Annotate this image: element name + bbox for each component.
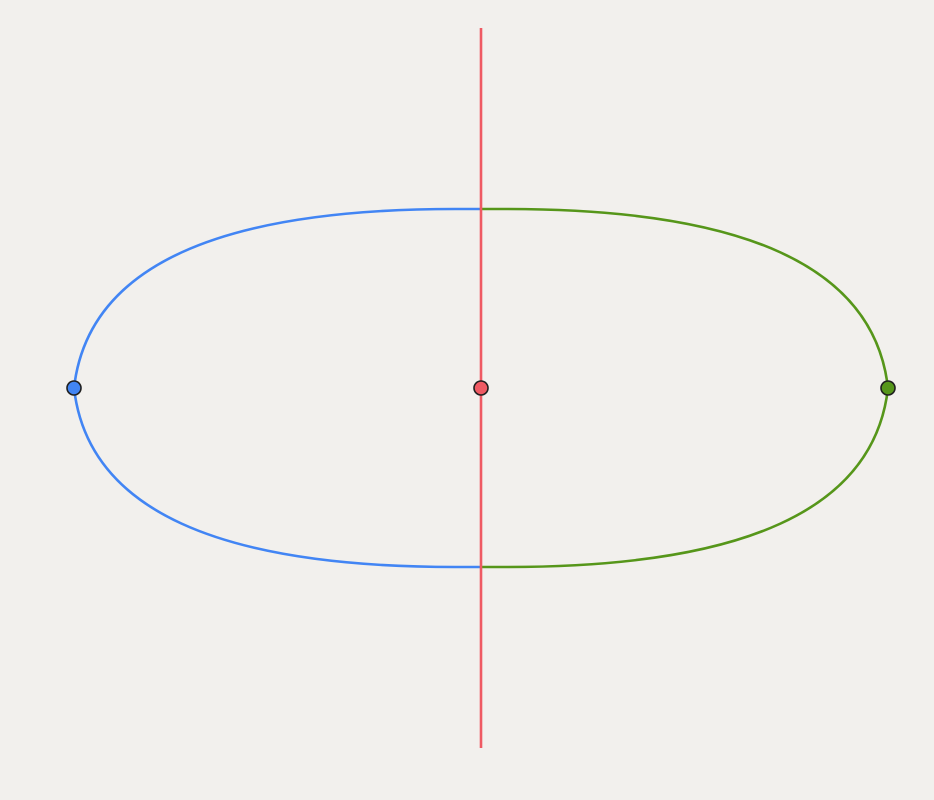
center-control-handle[interactable] [473,380,489,396]
left-half-curve [72,207,483,569]
right-half-curve [479,207,890,569]
left-control-handle[interactable] [66,380,82,396]
right-control-handle[interactable] [880,380,896,396]
